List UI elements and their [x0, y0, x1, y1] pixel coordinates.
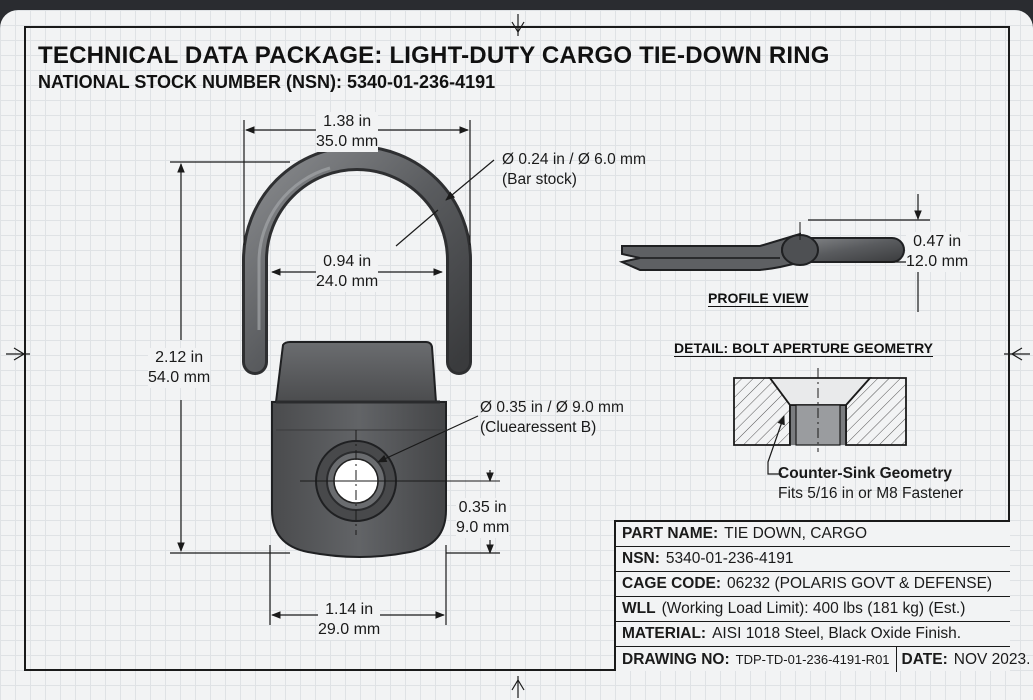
dim-ring-inner-text: 0.94 in 24.0 mm — [316, 252, 379, 292]
drawing-subtitle: NATIONAL STOCK NUMBER (NSN): 5340-01-236… — [38, 72, 496, 92]
profile-view-label: PROFILE VIEW — [708, 290, 809, 306]
bolt-aperture-section — [733, 368, 907, 452]
leader-bar-stock — [395, 159, 495, 247]
profile-view — [618, 222, 905, 271]
title-row-drawing-no: DRAWING NO:TDP-TD-01-236-4191-R01 DATE:N… — [616, 647, 1030, 672]
drawing-title: TECHNICAL DATA PACKAGE: LIGHT-DUTY CARGO… — [38, 42, 830, 69]
title-row-nsn: NSN:5340-01-236-4191 — [616, 547, 1010, 572]
plate-tab — [274, 341, 438, 403]
title-row-cage-code: CAGE CODE:06232 (POLARIS GOVT & DEFENSE) — [616, 572, 1010, 597]
dim-overall-height-text: 2.12 in 54.0 mm — [148, 348, 211, 388]
hole-diameter-callout: Ø 0.35 in / Ø 9.0 mm (Cluearessent B) — [480, 399, 624, 436]
dim-base-width-text: 1.14 in 29.0 mm — [318, 600, 381, 640]
title-row-wll: WLL(Working Load Limit): 400 lbs (181 kg… — [616, 597, 1010, 622]
dim-ring-outer-text: 1.38 in 35.0 mm — [316, 112, 379, 152]
title-row-material: MATERIAL:AISI 1018 Steel, Black Oxide Fi… — [616, 622, 1010, 647]
detail-view-label: DETAIL: BOLT APERTURE GEOMETRY — [674, 340, 933, 356]
hole-centerlines — [300, 430, 500, 535]
title-block: PART NAME:TIE DOWN, CARGO NSN:5340-01-23… — [614, 520, 1030, 672]
dim-hole-offset — [446, 470, 500, 554]
leader-counter-sink — [767, 415, 785, 475]
drawing-border — [24, 26, 1010, 671]
leader-hole-diameter — [377, 415, 479, 463]
dim-profile-thickness-text: 0.47 in 12.0 mm — [906, 232, 969, 272]
drawing-sheet — [0, 10, 1033, 700]
counter-sink-callout: Counter-Sink Geometry Fits 5/16 in or M8… — [778, 465, 964, 502]
title-row-part-name: PART NAME:TIE DOWN, CARGO — [616, 522, 1010, 547]
dim-hole-offset-text: 0.35 in 9.0 mm — [456, 498, 510, 538]
bar-stock-callout: Ø 0.24 in / Ø 6.0 mm (Bar stock) — [502, 151, 646, 188]
center-marks — [6, 14, 1030, 698]
